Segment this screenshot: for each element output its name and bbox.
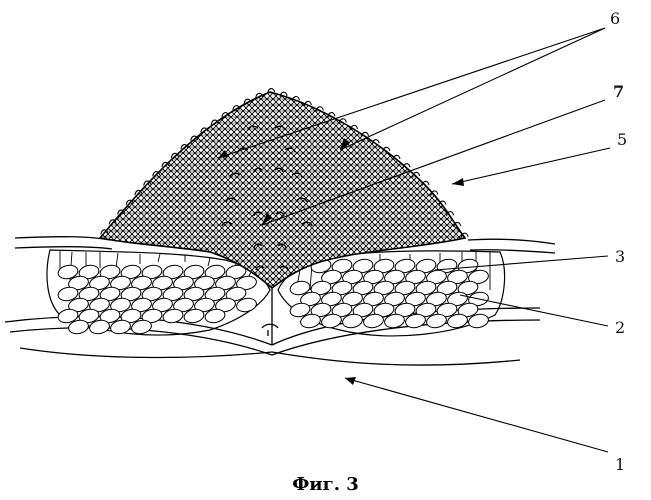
label-2: 2 <box>615 318 625 337</box>
label-3: 3 <box>615 247 625 266</box>
label-1: 1 <box>615 455 625 474</box>
label-6: 6 <box>610 9 620 28</box>
figure-caption: Фиг. 3 <box>0 474 651 495</box>
midline-suture <box>262 288 278 345</box>
muscle-fibres-left <box>57 264 258 336</box>
label-5: 5 <box>617 130 627 149</box>
label-7: 7 <box>613 82 624 101</box>
